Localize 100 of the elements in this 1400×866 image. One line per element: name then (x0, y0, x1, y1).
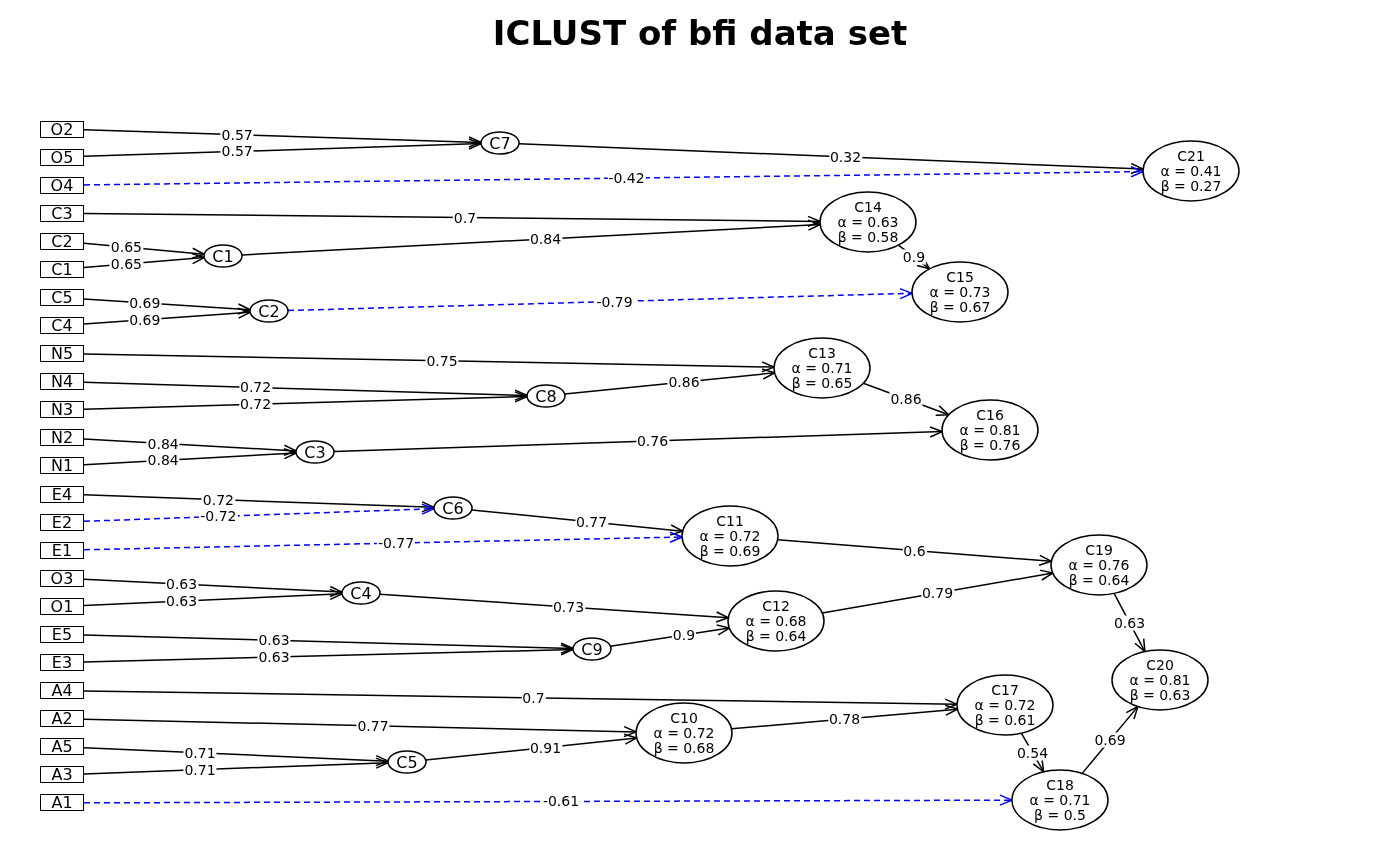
edge-label: 0.63 (165, 593, 199, 609)
edge-label: 0.69 (128, 312, 162, 328)
node-name: N1 (50, 457, 74, 475)
node-name: E3 (51, 654, 73, 671)
variable-box (40, 288, 84, 306)
edge-label: 0.86 (889, 391, 923, 407)
arrow (241, 219, 821, 256)
arrow (518, 143, 1144, 175)
node-name: C18 (1046, 777, 1074, 793)
node-name: N5 (50, 345, 74, 363)
node-statistic: β = 0.76 (959, 437, 1021, 453)
node-statistic: α = 0.81 (959, 422, 1021, 438)
node-name: C7 (489, 134, 511, 152)
node-name: C19 (1085, 542, 1113, 558)
arrow (83, 128, 482, 148)
edge-label: 0.7 (452, 210, 478, 226)
node-statistic: α = 0.71 (1029, 792, 1091, 808)
variable-box (40, 766, 84, 784)
node-statistic: α = 0.63 (837, 214, 899, 230)
node-name: C4 (350, 584, 372, 602)
edge-label: 0.84 (146, 436, 180, 451)
node-name: C2 (51, 232, 73, 250)
variable-box (40, 625, 84, 643)
arrow (83, 690, 958, 710)
node-name: O1 (50, 597, 74, 615)
node-statistic: β = 0.64 (745, 628, 807, 644)
edge-label: 0.86 (667, 374, 701, 390)
node-statistic: α = 0.72 (974, 697, 1036, 713)
arrow (83, 138, 482, 158)
node-name: O5 (50, 148, 74, 166)
edge-label: 0.77 (574, 514, 609, 530)
edge-label: -0.42 (607, 170, 646, 186)
node-name: O3 (50, 569, 74, 587)
node-name: C1 (51, 260, 73, 278)
variable-box (40, 317, 84, 335)
edge-label: 0.69 (1093, 732, 1127, 748)
arrow (83, 166, 1144, 186)
variable-box (40, 457, 84, 475)
edge-label: 0.65 (109, 239, 143, 255)
edge-label: 0.71 (183, 762, 217, 778)
node-statistic: β = 0.27 (1160, 178, 1222, 194)
node-name: E2 (51, 513, 73, 531)
edge-label: 0.9 (901, 249, 927, 265)
edge-label: 0.84 (146, 452, 180, 468)
edge-label: 0.7 (521, 690, 546, 706)
variable-box (40, 345, 84, 363)
node-name: A3 (51, 766, 73, 784)
node-statistic: β = 0.68 (653, 740, 715, 756)
node-name: C6 (442, 499, 464, 517)
variable-box (40, 429, 84, 447)
node-statistic: β = 0.5 (1034, 807, 1086, 823)
node-name: E4 (51, 485, 73, 503)
node-name: C17 (991, 682, 1019, 698)
node-name: C3 (304, 443, 326, 461)
node-statistic: α = 0.68 (745, 613, 807, 629)
node-statistic: β = 0.64 (1068, 572, 1130, 588)
edge-label: 0.84 (528, 231, 563, 247)
node-statistic: β = 0.58 (837, 229, 899, 245)
node-name: N3 (50, 401, 74, 419)
edge-label: 0.72 (239, 379, 273, 395)
node-statistic: α = 0.73 (929, 284, 991, 300)
node-statistic: α = 0.41 (1160, 163, 1222, 179)
node-statistic: β = 0.61 (974, 712, 1036, 728)
node-name: C5 (396, 753, 418, 771)
edge-label: -0.72 (199, 508, 238, 524)
arrow (83, 353, 775, 373)
node-name: C16 (976, 407, 1004, 423)
node-name: O4 (50, 176, 74, 194)
variable-box (40, 232, 84, 250)
node-name: C4 (51, 317, 73, 335)
variable-box (40, 569, 84, 587)
variable-box (40, 260, 84, 278)
node-name: C15 (946, 269, 974, 285)
arrow (83, 794, 1013, 806)
edge-label: -0.61 (541, 793, 581, 809)
edge-label: 0.72 (201, 492, 235, 508)
arrow (83, 531, 683, 551)
node-name: A1 (51, 794, 73, 812)
node-name: C2 (258, 302, 280, 320)
node-name: C9 (581, 640, 603, 658)
node-name: C13 (808, 345, 836, 361)
node-statistic: α = 0.72 (699, 528, 761, 544)
node-name: N2 (50, 429, 74, 447)
edge-label: 0.76 (635, 433, 670, 449)
variable-box (40, 373, 84, 391)
arrow (83, 503, 435, 523)
variable-box (40, 794, 84, 812)
variable-box (40, 513, 84, 531)
variable-box (40, 541, 84, 559)
node-name: A4 (51, 682, 73, 700)
arrow (83, 757, 389, 775)
node-name: A2 (51, 710, 73, 728)
arrow (287, 287, 913, 312)
node-name: E1 (51, 541, 73, 559)
node-name: C12 (762, 598, 790, 614)
edge-label: 0.63 (257, 649, 291, 665)
variable-box (40, 738, 84, 756)
variable-box (40, 401, 84, 419)
edge-label: 0.65 (109, 256, 143, 272)
node-statistic: β = 0.67 (929, 299, 991, 315)
